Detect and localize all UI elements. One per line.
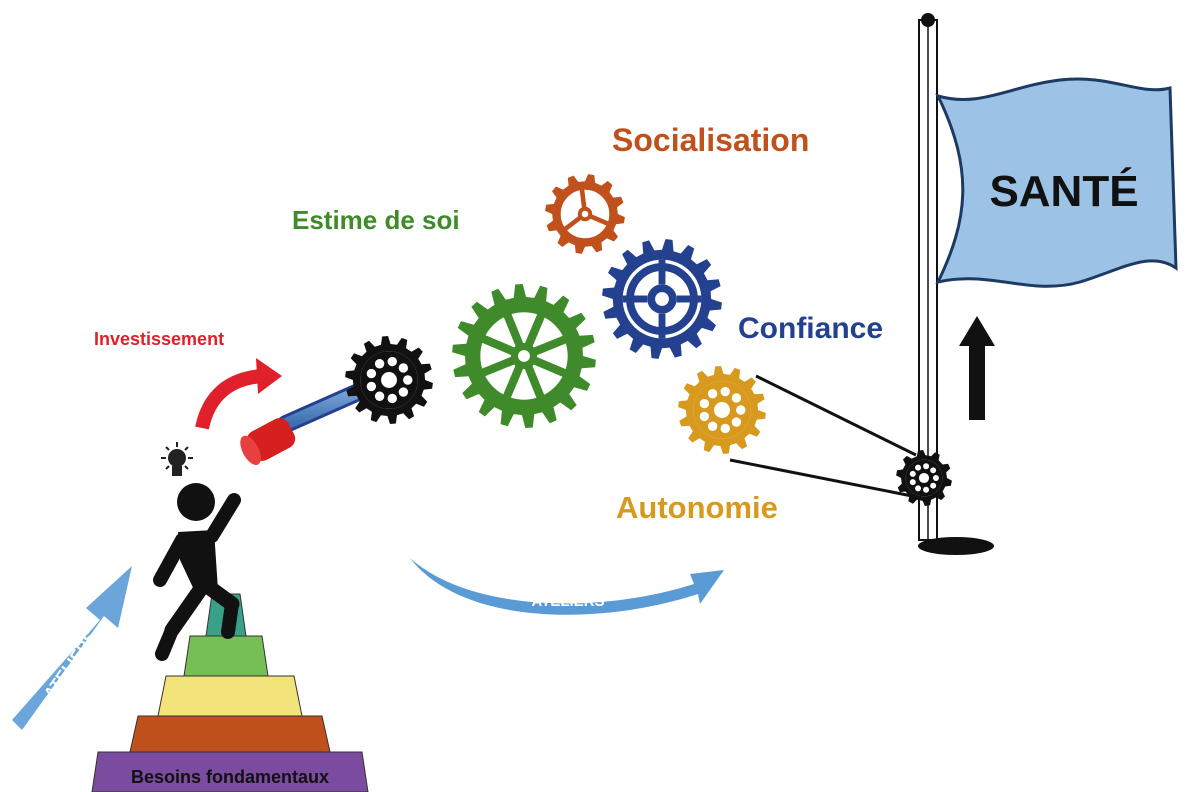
pulley-gear-icon [896,450,952,506]
flag-pole [918,13,994,555]
pyramid-level-4 [183,635,269,677]
gear-socialisation-icon [545,174,625,254]
ateliers-curved-label: ATELIERS [531,593,604,610]
besoins-label: Besoins fondamentaux [131,767,329,787]
flag-icon: SANTÉ [935,77,1178,288]
ateliers-curved-arrow: ATELIERS [410,558,724,615]
gear-estime-icon [452,284,596,428]
ateliers-diagonal-label: ATELIERS [41,628,100,702]
belt [729,374,917,498]
pyramid-level-3 [157,675,303,717]
autonomie-label: Autonomie [616,490,778,525]
gear-confiance-icon [602,239,722,359]
ateliers-diagonal-arrow: ATELIERS [12,566,132,730]
investissement-label: Investissement [94,329,224,349]
up-arrow-icon [959,316,995,420]
person-climbing-icon [153,483,241,661]
arrow-up-right-icon [12,566,132,730]
gear-icon [345,336,433,424]
investissement-arrow: Investissement [94,329,282,430]
confiance-label: Confiance [738,312,883,345]
lightbulb-icon [161,442,193,476]
estime-label: Estime de soi [292,205,460,235]
pyramid-level-2 [129,715,331,753]
gear-autonomie-icon [678,366,766,454]
socialisation-label: Socialisation [612,122,809,158]
sante-label: SANTÉ [989,166,1138,216]
curved-arrow-icon [256,358,282,394]
